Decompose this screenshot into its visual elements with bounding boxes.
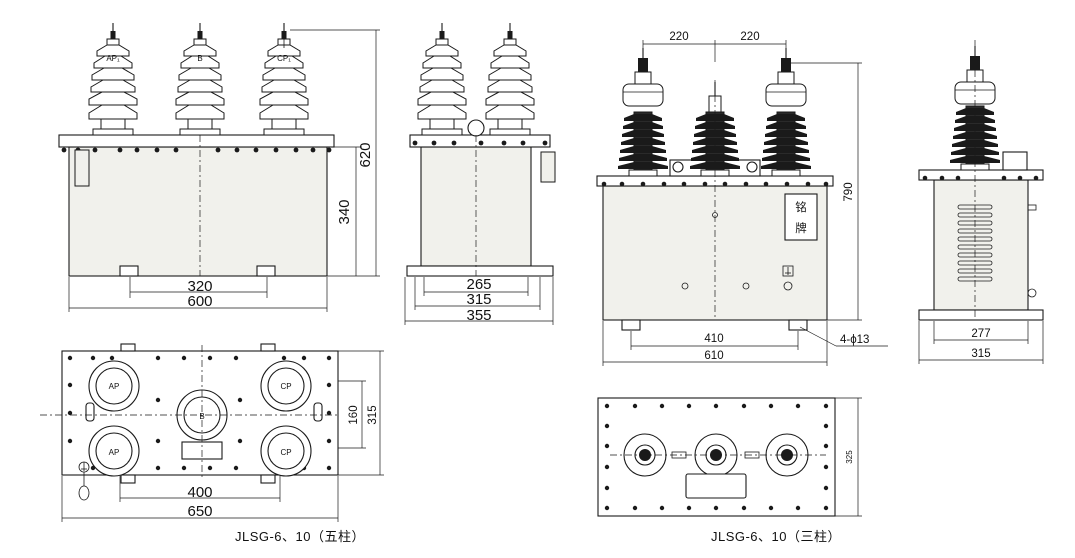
- dim-320: 320: [187, 278, 212, 295]
- bushing-label-ap: AP: [109, 448, 120, 457]
- dim-220: 220: [740, 31, 759, 43]
- tank-body: [68, 146, 328, 277]
- dim-315: 315: [367, 405, 379, 424]
- dimension-lines: [404, 277, 554, 325]
- terminal-label-b: B: [197, 54, 202, 63]
- insulator-icon: [88, 22, 138, 136]
- dim-400: 400: [187, 484, 212, 501]
- terminal-label-cp1: CP₁: [277, 54, 291, 63]
- dim-325: 325: [845, 450, 854, 464]
- bushing-label-b: B: [199, 412, 204, 421]
- three-pillar-top-view: 325: [597, 397, 862, 517]
- dim-277: 277: [971, 328, 990, 340]
- three-pillar-side-view: 277 315: [918, 40, 1044, 364]
- nameplate-char: 铭: [795, 200, 807, 214]
- bushing-label-ap: AP: [109, 382, 120, 391]
- dim-410: 410: [704, 333, 723, 345]
- dim-355: 355: [466, 307, 491, 324]
- ground-symbol-icon: [782, 265, 794, 277]
- bushing-label-cp: CP: [280, 448, 291, 457]
- dimension-lines: [602, 40, 888, 366]
- dim-315: 315: [971, 348, 990, 360]
- insulator-icon: [417, 22, 467, 136]
- nameplate-icon: [784, 193, 818, 241]
- dim-600: 600: [187, 293, 212, 310]
- dim-315: 315: [466, 291, 491, 308]
- dim-610: 610: [704, 350, 723, 362]
- bushing-label-cp: CP: [280, 382, 291, 391]
- nameplate-char: 牌: [795, 221, 807, 235]
- insulator-icon: [485, 22, 535, 136]
- three-pillar-front-view: 铭 牌 220 220 790 410 610 4-ϕ13: [596, 31, 888, 366]
- five-pillar-side-view: 265 315 355: [404, 22, 556, 325]
- flange-bolts: [922, 175, 1039, 181]
- dim-620: 620: [357, 142, 374, 167]
- flange-bolts: [604, 403, 829, 511]
- insulator-icon: [760, 47, 812, 177]
- caption-three-pillar: JLSG-6、10（三柱）: [711, 529, 841, 544]
- dim-160: 160: [348, 405, 360, 424]
- dim-220: 220: [669, 31, 688, 43]
- flange-bolts: [61, 147, 332, 153]
- dim-650: 650: [187, 503, 212, 520]
- caption-five-pillar: JLSG-6、10（五柱）: [235, 529, 365, 544]
- dimension-lines: [61, 350, 384, 522]
- dimension-lines: [68, 29, 380, 312]
- flange-bolts: [67, 355, 332, 471]
- dimension-lines: [835, 397, 862, 517]
- ground-symbol-icon: [78, 461, 90, 501]
- dim-265: 265: [466, 276, 491, 293]
- insulator-icon: [175, 22, 225, 136]
- dimension-lines: [918, 321, 1044, 364]
- five-pillar-top-view: AP CP B AP CP 400 650 160 315: [40, 343, 384, 522]
- dim-340: 340: [336, 199, 353, 224]
- dim-790: 790: [843, 182, 855, 201]
- insulator-icon: [617, 47, 669, 177]
- terminal-box: [74, 149, 90, 187]
- top-flange: [58, 134, 335, 148]
- flange-bolts: [601, 181, 829, 187]
- terminal-label-ap1: AP₁: [106, 54, 120, 63]
- five-pillar-front-view: AP₁ B CP₁ 320 600 340 620: [58, 22, 380, 312]
- flange-bolts: [412, 140, 548, 146]
- dim-holes: 4-ϕ13: [840, 334, 869, 346]
